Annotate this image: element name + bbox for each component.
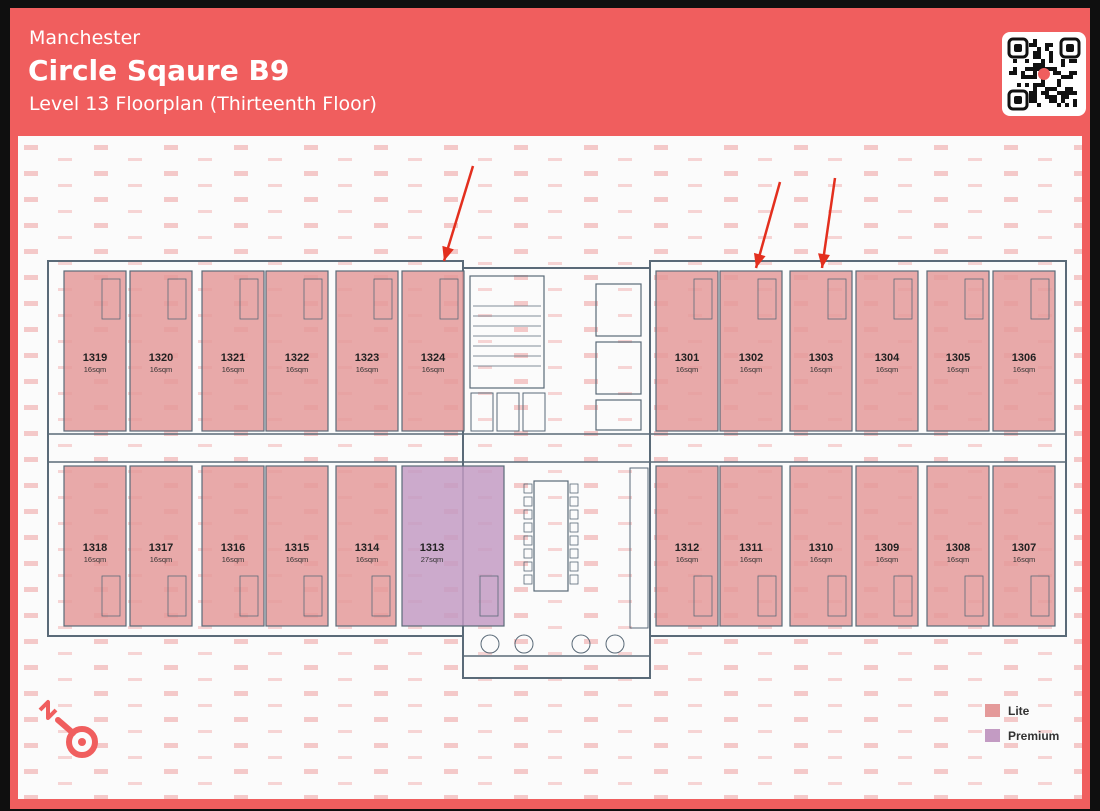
qr-code-icon[interactable] (1002, 32, 1086, 116)
room-size: 16sqm (356, 555, 379, 564)
room-size: 16sqm (876, 555, 899, 564)
room-size: 16sqm (150, 555, 173, 564)
room-size: 16sqm (286, 365, 309, 374)
room-size: 16sqm (947, 365, 970, 374)
room-number: 1324 (421, 352, 446, 364)
room-size: 16sqm (422, 365, 445, 374)
legend-swatch-lite (985, 704, 1000, 717)
room-number: 1311 (739, 542, 763, 554)
room-number: 1304 (875, 352, 900, 364)
room-number: 1313 (420, 542, 444, 554)
city-label: Manchester (29, 27, 141, 49)
room-number: 1312 (675, 542, 699, 554)
room-size: 27sqm (421, 555, 444, 564)
room-number: 1314 (355, 542, 380, 554)
room-size: 16sqm (810, 365, 833, 374)
room-number: 1320 (149, 352, 173, 364)
room-number: 1315 (285, 542, 309, 554)
arrow-icon (818, 177, 837, 269)
room-number: 1305 (946, 352, 970, 364)
room-size: 16sqm (740, 555, 763, 564)
north-compass-icon (38, 700, 98, 758)
room-number: 1302 (739, 352, 763, 364)
common-room (480, 467, 649, 654)
header: Manchester Circle Sqaure B9 Level 13 Flo… (10, 8, 1090, 136)
room-size: 16sqm (84, 555, 107, 564)
legend-swatch-premium (985, 729, 1000, 742)
room-size: 16sqm (84, 365, 107, 374)
room-number: 1317 (149, 542, 173, 554)
room-number: 1318 (83, 542, 107, 554)
building-title: Circle Sqaure B9 (28, 54, 290, 87)
room-number: 1323 (355, 352, 379, 364)
room-size: 16sqm (356, 365, 379, 374)
room-number: 1308 (946, 542, 970, 554)
room-number: 1321 (221, 352, 245, 364)
room-size: 16sqm (222, 365, 245, 374)
legend-label-lite: Lite (1008, 704, 1030, 718)
room-size: 16sqm (1013, 555, 1036, 564)
room-number: 1319 (83, 352, 107, 364)
lifts (595, 283, 642, 431)
room-size: 16sqm (676, 555, 699, 564)
room-number: 1310 (809, 542, 833, 554)
legend-label-premium: Premium (1008, 729, 1060, 743)
room-size: 16sqm (947, 555, 970, 564)
floorplan-card: Manchester Circle Sqaure B9 Level 13 Flo… (10, 8, 1090, 809)
arrow-icon (442, 165, 475, 262)
room-size: 16sqm (740, 365, 763, 374)
room-number: 1301 (675, 352, 699, 364)
room-size: 16sqm (222, 555, 245, 564)
room-size: 16sqm (676, 365, 699, 374)
room-size: 16sqm (876, 365, 899, 374)
room-size: 16sqm (810, 555, 833, 564)
floorplan-drawing: 131916sqm132016sqm132116sqm132216sqm1323… (18, 136, 1082, 799)
room-number: 1316 (221, 542, 245, 554)
room-number: 1309 (875, 542, 899, 554)
stairwell (469, 275, 545, 389)
arrow-icon (753, 181, 782, 269)
room-number: 1322 (285, 352, 309, 364)
floor-subtitle: Level 13 Floorplan (Thirteenth Floor) (29, 93, 377, 115)
room-number: 1306 (1012, 352, 1036, 364)
room-size: 16sqm (286, 555, 309, 564)
room-number: 1307 (1012, 542, 1036, 554)
room-size: 16sqm (1013, 365, 1036, 374)
room-size: 16sqm (150, 365, 173, 374)
room-number: 1303 (809, 352, 833, 364)
